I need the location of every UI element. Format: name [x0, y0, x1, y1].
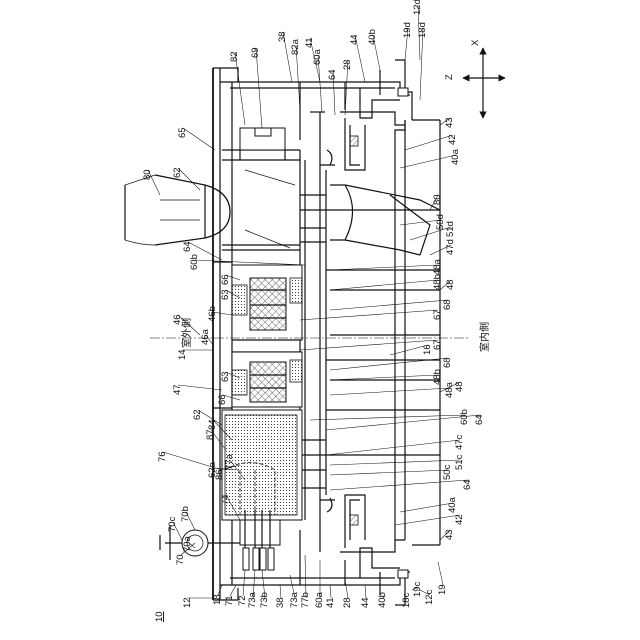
leader-line — [305, 555, 306, 598]
reference-label: 65 — [177, 127, 188, 138]
reference-label: 40a — [450, 148, 461, 165]
reference-label: 47c — [454, 434, 465, 450]
reference-label: 70c — [167, 516, 178, 532]
leader-line — [195, 260, 305, 265]
reference-label: 12c — [424, 589, 435, 605]
reference-label: 40b — [367, 29, 378, 45]
reference-label: 60b — [189, 254, 200, 270]
reference-label: 62 — [172, 167, 183, 178]
reference-label: 73a — [247, 591, 258, 608]
reference-label: 46a — [200, 328, 211, 345]
leader-line — [183, 128, 215, 150]
leader-line — [148, 170, 160, 195]
reference-label: 51c — [454, 454, 465, 470]
reference-label: 48b — [432, 274, 443, 290]
reference-label: 28 — [342, 597, 353, 608]
reference-label: 12d — [412, 0, 423, 15]
reference-label: 68 — [442, 299, 453, 310]
reference-label: 40a — [447, 496, 458, 513]
reference-label: 41 — [325, 597, 336, 608]
reference-label: 70b — [180, 506, 191, 522]
reference-label: 46b — [207, 306, 218, 322]
reference-label: 68 — [442, 357, 453, 368]
reference-label: 74 — [220, 494, 231, 505]
leader-line — [330, 585, 331, 598]
leader-line — [178, 385, 222, 390]
axis-x-label: X — [470, 39, 481, 46]
reference-label: 43 — [444, 117, 455, 128]
reference-label: 18c — [401, 592, 412, 608]
leader-line — [230, 585, 236, 596]
leader-line — [330, 480, 468, 490]
reference-label: 48 — [454, 381, 465, 392]
reference-label: 80 — [142, 169, 153, 180]
reference-label: 48b — [432, 369, 443, 385]
reference-labels: 1218717273a73b3873a77b60a41284440b18c19c… — [142, 0, 485, 608]
reference-label: 48a — [432, 258, 443, 275]
reference-label: 18 — [212, 594, 223, 605]
reference-label: 48 — [445, 279, 456, 290]
reference-label: 64 — [327, 69, 338, 80]
leader-line — [345, 580, 348, 598]
reference-label: 69 — [250, 47, 261, 58]
leader-line — [330, 300, 448, 310]
leader-line — [405, 135, 453, 150]
reference-label: 64 — [462, 479, 473, 490]
reference-label: 77b — [300, 592, 311, 608]
reference-label: 46 — [172, 314, 183, 325]
reference-label: 70 — [175, 554, 186, 565]
leader-line — [300, 340, 438, 350]
leader-line — [178, 168, 200, 190]
figure-number: 10 — [154, 611, 165, 622]
axis-z-label: Z — [444, 74, 455, 80]
reference-label: 19 — [437, 584, 448, 595]
reference-label: 14 — [177, 349, 188, 360]
reference-label: 82 — [229, 51, 240, 62]
leader-lines — [148, 5, 480, 600]
reference-label: 73a — [289, 591, 300, 608]
leader-line — [310, 415, 465, 420]
reference-label: 82a — [290, 38, 301, 55]
reference-label: 60a — [314, 591, 325, 608]
reference-label: 38 — [277, 31, 288, 42]
leader-line — [280, 585, 281, 598]
reference-label: 71 — [224, 595, 235, 606]
reference-label: 40b — [377, 592, 388, 608]
leader-line — [355, 35, 365, 82]
reference-label: 41 — [304, 37, 315, 48]
reference-label: 44 — [349, 34, 360, 45]
reference-label: 67 — [432, 309, 443, 320]
reference-label: 42 — [447, 134, 458, 145]
reference-label: 60a — [312, 48, 323, 65]
reference-label: 42 — [454, 514, 465, 525]
leader-line — [400, 155, 456, 168]
leader-line — [243, 570, 245, 596]
leader-line — [365, 585, 366, 598]
reference-label: 38 — [275, 597, 286, 608]
leader-line — [330, 388, 450, 395]
reference-label: 84 — [207, 419, 218, 430]
leader-line — [330, 265, 438, 270]
reference-label: 63 — [220, 289, 231, 300]
reference-label: 50c — [442, 464, 453, 480]
axis-indicator: X Z — [444, 39, 505, 118]
reference-label: 51d — [445, 221, 456, 237]
reference-label: 44 — [360, 597, 371, 608]
reference-label: 64 — [182, 241, 193, 252]
leader-line — [330, 375, 438, 380]
leader-line — [400, 503, 453, 512]
indoor-side-label: 室内側 — [478, 322, 491, 352]
leader-line — [300, 310, 438, 320]
reference-label: 67 — [432, 339, 443, 350]
reference-label: 86 — [214, 469, 225, 480]
reference-label: 47 — [172, 384, 183, 395]
reference-label: 62 — [192, 409, 203, 420]
leader-line — [438, 562, 443, 585]
reference-label: 12 — [182, 597, 193, 608]
reference-label: 63 — [220, 371, 231, 382]
leader-line — [330, 280, 438, 290]
leader-line — [330, 470, 448, 475]
reference-label: 64 — [474, 414, 485, 425]
